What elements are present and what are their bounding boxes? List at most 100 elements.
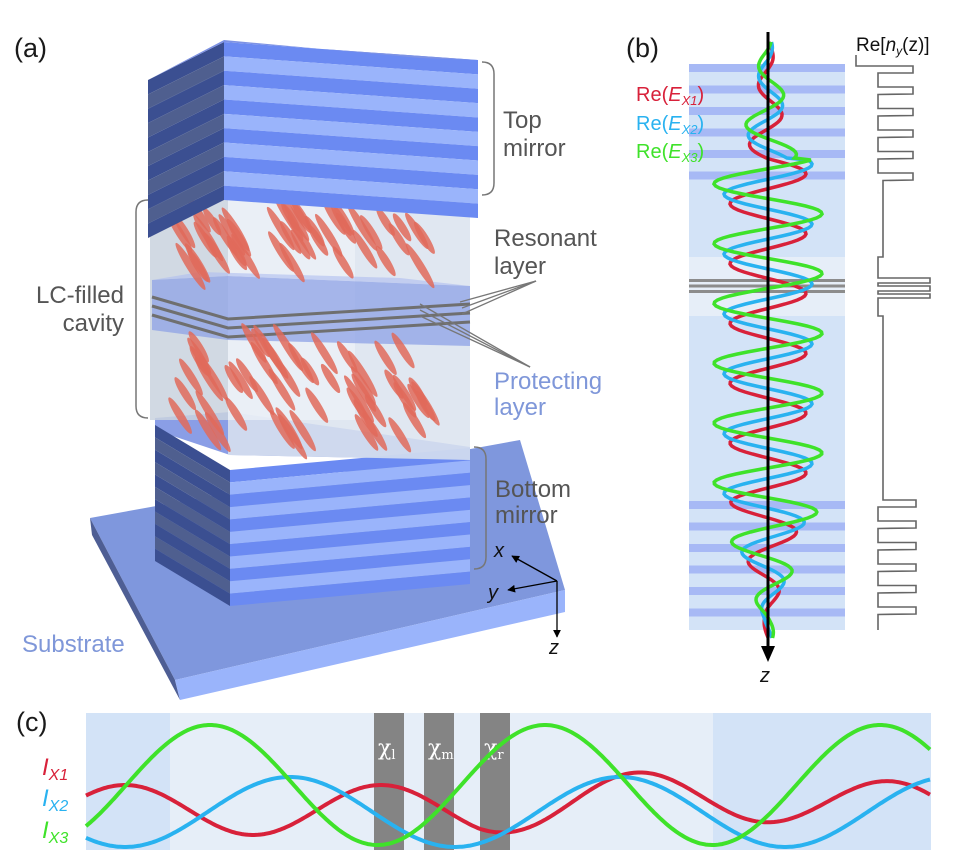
top-mirror-label-2: mirror bbox=[503, 135, 566, 162]
top-mirror-label-1: Top bbox=[503, 107, 542, 134]
panel-b-tag: (b) bbox=[626, 33, 659, 63]
bottom-mirror-side-layer bbox=[155, 486, 230, 545]
bottom-mirror-side-layer bbox=[155, 462, 230, 520]
legend-ix3: IX3 bbox=[42, 817, 68, 847]
lc-molecule bbox=[168, 397, 192, 434]
resonant-layers bbox=[151, 295, 471, 339]
top-mirror bbox=[148, 40, 478, 238]
panel-b: (b) z Re(EX1) Re(EX2) Re(EX3) Re[ny(z)] bbox=[626, 32, 931, 687]
lc-molecule bbox=[193, 221, 217, 258]
chi-label-m: χm bbox=[428, 736, 454, 763]
legend-ex1: Re(EX1) bbox=[636, 84, 704, 108]
z-axis-label: z bbox=[548, 637, 559, 659]
legend-ix1: IX1 bbox=[42, 754, 68, 784]
bottom-mirror-front-layer bbox=[230, 571, 470, 606]
lc-cavity-label-1: LC-filled bbox=[36, 282, 124, 309]
lc-molecule bbox=[384, 369, 404, 399]
bottom-mirror-bracket bbox=[473, 446, 487, 570]
lc-molecule bbox=[198, 354, 229, 401]
top-mirror-front-layer bbox=[224, 113, 478, 147]
top-mirror-front-layer bbox=[224, 99, 478, 132]
lc-molecule bbox=[228, 361, 253, 400]
intensity-curve-x2 bbox=[85, 775, 931, 849]
bottom-mirror-side-layer bbox=[155, 499, 230, 557]
chi-subscript: r bbox=[497, 748, 504, 763]
lc-molecule bbox=[374, 340, 397, 376]
lc-molecule bbox=[320, 363, 341, 394]
lc-molecule bbox=[225, 397, 248, 431]
bottom-mirror-front-layer bbox=[230, 497, 470, 532]
bottom-mirror bbox=[155, 412, 470, 606]
lc-molecule bbox=[352, 229, 378, 269]
lc-molecule bbox=[218, 214, 246, 256]
lc-molecule bbox=[343, 375, 374, 423]
lc-molecule bbox=[391, 332, 415, 369]
lc-molecules bbox=[167, 193, 440, 460]
bottom-mirror-side-layer bbox=[155, 536, 230, 594]
lc-molecule bbox=[224, 364, 244, 394]
chi-band-r bbox=[480, 713, 510, 850]
top-mirror-front-layer bbox=[224, 70, 478, 104]
lc-molecule bbox=[194, 356, 224, 402]
protecting-label-2: layer bbox=[494, 394, 546, 421]
top-mirror-front-layer bbox=[224, 185, 478, 218]
top-mirror-side-layer bbox=[148, 56, 224, 109]
top-mirror-front-layer bbox=[224, 128, 478, 161]
y-axis-arrow bbox=[507, 580, 558, 593]
panel-a: (a) bbox=[14, 33, 602, 700]
lc-molecule bbox=[221, 207, 250, 251]
intensity-curves bbox=[84, 723, 932, 849]
panel-c-legend: IX1 IX2 IX3 bbox=[42, 754, 68, 847]
top-mirror-side-layer bbox=[148, 142, 224, 195]
lc-molecule bbox=[175, 242, 206, 291]
lc-molecule bbox=[332, 246, 354, 279]
z-axis-label-b: z bbox=[759, 665, 770, 687]
top-mirror-side-layer bbox=[148, 185, 224, 238]
lc-molecule bbox=[269, 409, 295, 449]
lc-molecule bbox=[250, 342, 278, 385]
top-mirror-side-layer bbox=[148, 128, 224, 181]
lc-molecule bbox=[204, 412, 231, 453]
lc-molecule bbox=[194, 409, 222, 451]
lc-molecule bbox=[315, 213, 343, 257]
index-profile-curve bbox=[855, 55, 931, 630]
lc-molecule bbox=[322, 199, 346, 235]
bottom-mirror-front-layer bbox=[230, 546, 470, 582]
bottom-mirror-label-1: Bottom bbox=[495, 476, 571, 503]
top-mirror-side-layer bbox=[148, 171, 224, 224]
chi-symbol: χ bbox=[378, 736, 391, 761]
lc-molecule bbox=[273, 193, 304, 241]
y-axis-label: y bbox=[486, 582, 499, 604]
lc-molecule bbox=[174, 377, 197, 411]
lc-molecule bbox=[405, 243, 435, 289]
panel-c-tag: (c) bbox=[16, 707, 47, 737]
chi-subscript: l bbox=[391, 748, 395, 763]
lc-molecule bbox=[336, 341, 358, 373]
resonant-label-2: layer bbox=[494, 253, 546, 280]
legend-ex3: Re(EX3) bbox=[636, 141, 704, 165]
top-mirror-front-layer bbox=[224, 156, 478, 190]
lc-molecule bbox=[178, 358, 203, 396]
lc-molecule bbox=[188, 331, 209, 363]
panel-b-legend: Re(EX1) Re(EX2) Re(EX3) bbox=[636, 84, 704, 165]
x-axis-label: x bbox=[493, 540, 505, 562]
lc-molecule bbox=[281, 197, 310, 242]
lc-molecule bbox=[376, 207, 395, 236]
chi-symbol: χ bbox=[428, 736, 441, 761]
lc-molecule bbox=[347, 350, 378, 397]
bottom-mirror-label-2: mirror bbox=[495, 502, 558, 529]
lc-molecule bbox=[288, 342, 314, 384]
top-mirror-front-layer bbox=[224, 142, 478, 175]
bottom-mirror-side-layer bbox=[155, 511, 230, 569]
lc-molecule bbox=[388, 417, 412, 453]
chi-subscript: m bbox=[441, 748, 453, 763]
bottom-mirror-front-layer bbox=[230, 559, 470, 594]
top-mirror-front-layer bbox=[224, 171, 478, 204]
lc-molecule bbox=[203, 207, 222, 236]
lc-molecule bbox=[407, 383, 430, 419]
top-mirror-front-layer bbox=[224, 42, 478, 75]
intensity-curve-x3 bbox=[84, 723, 932, 847]
lc-cavity-label-2: cavity bbox=[63, 310, 124, 337]
